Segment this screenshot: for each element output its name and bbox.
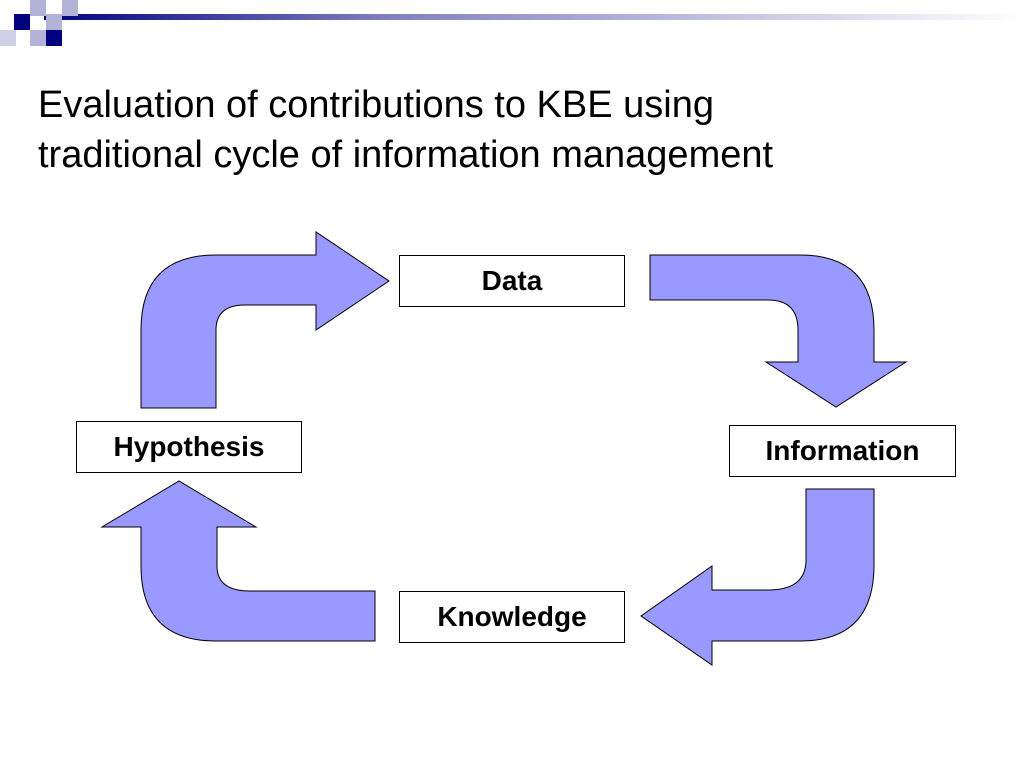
header-square-light-4 (0, 30, 16, 46)
arrow-hypothesis-to-data (140, 231, 390, 409)
node-data-label: Data (481, 265, 543, 296)
node-information: Information (729, 425, 956, 477)
header-square-light-1 (30, 0, 46, 16)
header-square-navy-1 (14, 14, 30, 30)
slide-title: Evaluation of contributions to KBE using… (38, 80, 998, 180)
node-knowledge: Knowledge (399, 591, 625, 643)
header-square-light-3 (62, 0, 78, 16)
header-square-light-2 (46, 14, 62, 30)
header-decoration (0, 0, 1024, 46)
arrow-data-to-information (649, 254, 908, 408)
node-knowledge-label: Knowledge (437, 601, 587, 632)
arrow-knowledge-to-hypothesis (100, 480, 376, 642)
title-line-1: Evaluation of contributions to KBE using (38, 84, 714, 126)
node-information-label: Information (765, 435, 920, 466)
arrow-information-to-knowledge (640, 488, 875, 666)
header-square-navy-2 (46, 30, 62, 46)
header-rule (44, 14, 1024, 20)
title-line-2: traditional cycle of information managem… (38, 134, 774, 176)
node-data: Data (399, 255, 625, 307)
node-hypothesis: Hypothesis (76, 421, 302, 473)
header-square-light-5 (30, 30, 46, 46)
node-hypothesis-label: Hypothesis (113, 431, 265, 462)
